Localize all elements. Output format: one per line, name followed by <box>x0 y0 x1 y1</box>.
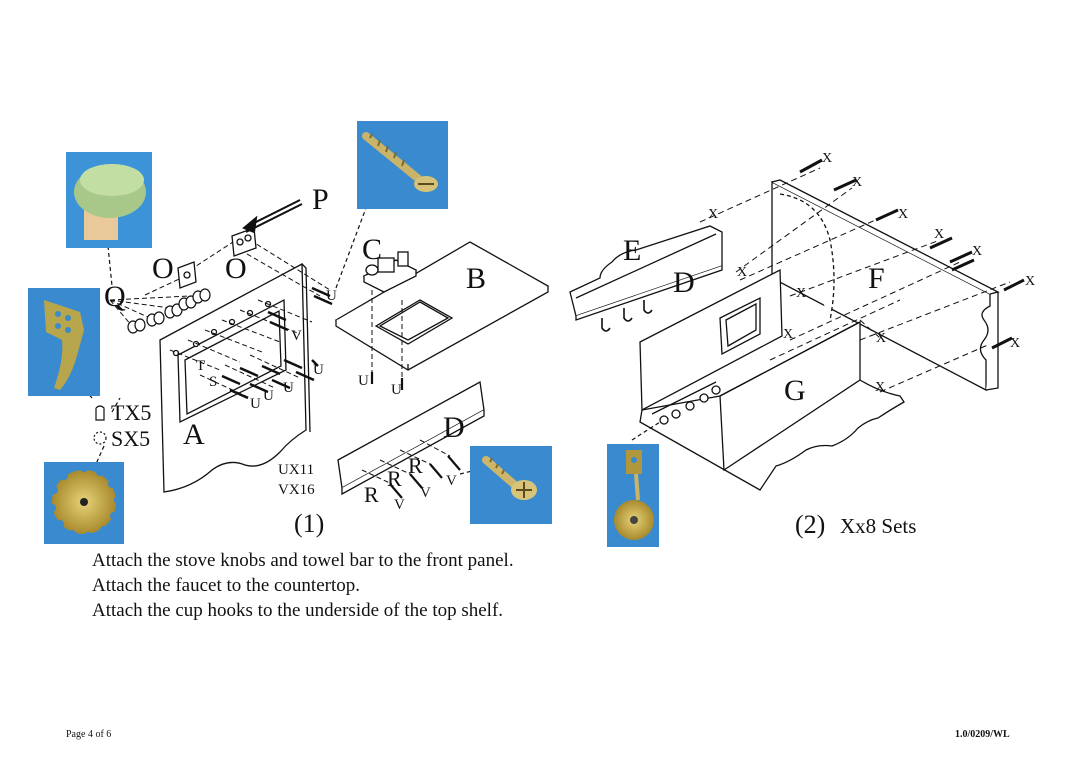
label-f: F <box>868 262 885 295</box>
part-sx5: SX5 <box>111 426 151 451</box>
label-x-4: X <box>898 207 909 222</box>
label-v: V <box>291 328 302 344</box>
label-r-1: R <box>408 453 423 478</box>
label-v-4: V <box>394 497 405 513</box>
star-washer-photo <box>44 462 124 544</box>
label-b: B <box>466 262 487 295</box>
label-o-right: O <box>225 252 247 285</box>
mount-photo <box>607 444 659 547</box>
label-x-13: X <box>875 380 886 395</box>
label-x-9: X <box>796 286 807 301</box>
label-d-left: D <box>443 411 465 444</box>
label-x-3: X <box>708 207 719 222</box>
shelf-e <box>569 225 723 321</box>
label-p: P <box>312 183 329 216</box>
label-u-2: U <box>313 362 324 378</box>
label-q: Q <box>104 280 126 313</box>
label-x-6: X <box>972 244 983 259</box>
label-x-2: X <box>852 175 863 190</box>
label-g: G <box>784 374 806 407</box>
bracket-photo <box>28 288 100 396</box>
label-e: E <box>623 234 642 267</box>
instruction-3: Attach the cup hooks to the underside of… <box>92 600 504 621</box>
countertop-b <box>334 241 550 371</box>
panel-f <box>771 179 1000 392</box>
label-o-left: O <box>152 252 174 285</box>
label-u-1: U <box>326 288 337 304</box>
instruction-1: Attach the stove knobs and towel bar to … <box>92 550 514 571</box>
label-x-5: X <box>934 227 945 242</box>
step-2-sets: Xx8 Sets <box>840 514 917 538</box>
label-v-3: V <box>420 485 431 501</box>
label-a: A <box>183 418 205 451</box>
panel-a <box>159 262 311 493</box>
label-x-7: X <box>737 265 748 280</box>
label-u-5: U <box>250 396 261 412</box>
label-u-6: U <box>358 373 369 389</box>
part-tx5: TX5 <box>111 400 152 425</box>
document-code: 1.0/0209/WL <box>955 729 1010 740</box>
instruction-2: Attach the faucet to the countertop. <box>92 575 361 596</box>
label-x-10: X <box>783 327 794 342</box>
short-screw-photo <box>470 446 552 524</box>
shelf-d-left <box>337 380 485 496</box>
step-2-label: (2) <box>795 510 826 539</box>
label-x-11: X <box>876 331 887 346</box>
label-u-4: U <box>263 388 274 404</box>
part-vx16: VX16 <box>278 482 315 498</box>
label-v-2: V <box>446 473 457 489</box>
step-1-label: (1) <box>294 509 325 538</box>
label-x-12: X <box>1010 336 1021 351</box>
label-r-2: R <box>387 466 402 491</box>
knob-photo <box>66 152 152 248</box>
box-g <box>639 268 905 491</box>
label-s: S <box>209 374 218 390</box>
part-ux11: UX11 <box>278 462 315 478</box>
label-x-1: X <box>822 151 833 166</box>
label-u-7: U <box>391 382 402 398</box>
page-number: Page 4 of 6 <box>66 729 112 740</box>
label-u-3: U <box>283 380 294 396</box>
label-d-right: D <box>673 266 695 299</box>
label-r-3: R <box>364 482 379 507</box>
label-x-8: X <box>1025 274 1036 289</box>
label-c: C <box>362 233 383 266</box>
long-screw-photo <box>357 121 448 209</box>
label-t: T <box>196 358 206 374</box>
